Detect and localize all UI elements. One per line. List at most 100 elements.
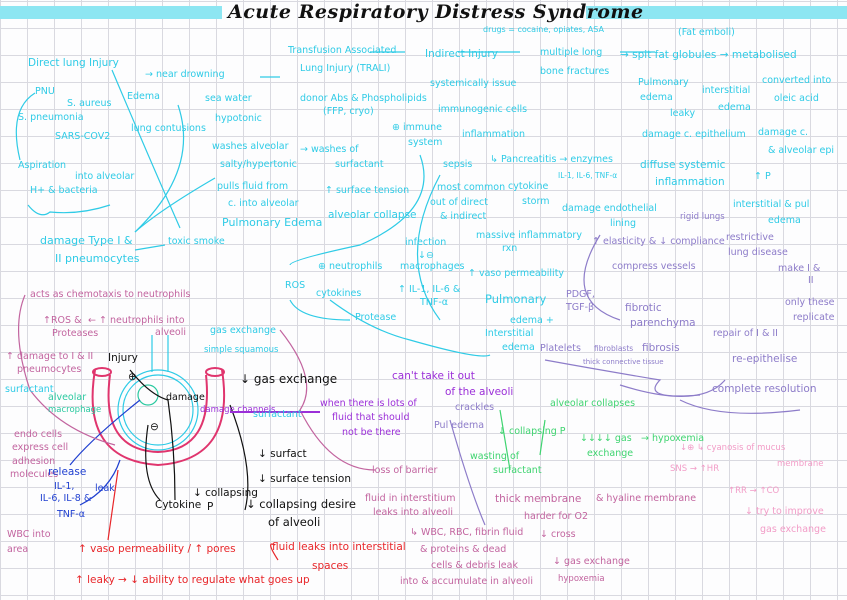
note: drugs = cocaine, opiates, ASA — [483, 25, 604, 34]
note: & proteins & dead — [420, 544, 507, 555]
note: acts as chemotaxis to neutrophils — [30, 289, 191, 300]
note: (FFP, cryo) — [323, 106, 374, 117]
note: endo cells — [14, 429, 63, 440]
note: ⊕ — [128, 371, 137, 383]
note: P — [207, 501, 214, 513]
note: damage channels — [200, 405, 276, 415]
note: ↓ cross — [540, 529, 576, 540]
note: Pulmonary Edema — [222, 216, 323, 229]
note: Pulmonary — [638, 77, 689, 88]
note: ↑ P — [754, 171, 771, 182]
note: cells & debris leak — [431, 560, 518, 571]
note: ↑ leaky — [75, 574, 115, 586]
note: H+ & bacteria — [30, 185, 98, 196]
note: Cytokine — [155, 499, 202, 511]
note: Protease — [355, 312, 397, 323]
note: Edema — [127, 91, 160, 102]
note: lining — [610, 218, 636, 229]
note: hypotonic — [215, 113, 262, 124]
note: Transfusion Associated — [288, 45, 397, 56]
note: (Fat emboli) — [678, 27, 735, 38]
note: ← ↑ neutrophils into — [88, 315, 185, 326]
note: leaks into alveoli — [373, 507, 454, 518]
note: only these — [785, 297, 835, 308]
note: S. pneumonia — [18, 112, 84, 123]
note: immunogenic cells — [438, 104, 528, 115]
note: rxn — [502, 243, 518, 254]
note: ↑ vaso permeability / ↑ pores — [78, 543, 236, 555]
note: fibrotic — [625, 302, 662, 314]
note: surfactant — [335, 159, 384, 170]
note: & hyaline membrane — [596, 493, 697, 504]
note: make I & — [778, 263, 821, 274]
note: ↓ collapsing — [193, 487, 258, 499]
note: → spit fat globules → metabolised — [620, 49, 797, 61]
note: macrophage — [48, 405, 102, 415]
note: systemically issue — [430, 78, 517, 89]
note: leak — [95, 483, 115, 494]
note: fibroblasts — [594, 344, 634, 353]
note: cytokines — [316, 288, 362, 299]
title-band-left — [0, 6, 222, 19]
note: → ↓ ability to regulate what goes up — [118, 574, 310, 586]
note: can't take it out — [392, 370, 475, 382]
note: Platelets — [540, 343, 581, 354]
note: membrane — [777, 459, 824, 469]
note: Injury — [108, 352, 138, 364]
note: II pneumocytes — [55, 252, 140, 265]
note: surfactant — [493, 465, 542, 476]
note: WBC into — [7, 529, 51, 540]
note: bone fractures — [540, 66, 610, 77]
note: compress vessels — [612, 261, 696, 272]
note: crackles — [455, 402, 495, 413]
note: ↓ gas exchange — [240, 372, 338, 386]
note: → near drowning — [145, 69, 225, 80]
note: when there is lots of — [320, 398, 417, 409]
note: into & accumulate in alveoli — [400, 576, 533, 587]
note: sea water — [205, 93, 252, 104]
note: restrictive — [726, 232, 774, 243]
note: TGF-β — [566, 302, 595, 313]
note: damage c. epithelium — [642, 129, 746, 140]
note: damage c. — [758, 127, 809, 138]
note: Interstitial — [485, 328, 534, 339]
note: & alveolar epi — [768, 145, 835, 156]
note: not be there — [342, 427, 401, 438]
note: ↳ Pancreatitis → enzymes — [490, 154, 613, 165]
note: PDGF, — [566, 289, 595, 300]
note: converted into — [762, 75, 832, 86]
note: surfactant — [5, 384, 54, 395]
note: most common — [437, 182, 506, 193]
note: harder for O2 — [524, 511, 588, 522]
note: alveoli — [155, 327, 187, 338]
note: IL-6, IL-8 & — [40, 493, 92, 504]
note: salty/hypertonic — [220, 159, 297, 170]
note: Pulmonary — [485, 292, 547, 306]
note: S. aureus — [67, 98, 112, 109]
note: macrophages — [400, 261, 465, 272]
note: ↓⊖ — [418, 250, 434, 261]
note: pneumocytes — [17, 364, 82, 375]
note: hypoxemia — [558, 574, 605, 584]
note: ↓↓↓↓ gas — [580, 433, 632, 444]
note: Aspiration — [18, 160, 67, 171]
note: ↑ IL-1, IL-6 & — [398, 284, 461, 295]
note: lung contusions — [131, 123, 206, 134]
note-direct-lung-injury: Direct lung Injury — [28, 57, 119, 69]
note: thick membrane — [495, 493, 582, 505]
note: ↑ elasticity & ↓ compliance — [592, 236, 725, 247]
note: lung disease — [728, 247, 788, 258]
note: donor Abs & Phospholipids — [300, 93, 427, 104]
note: ↳ WBC, RBC, fibrin fluid — [410, 527, 524, 538]
note: fibrosis — [642, 342, 680, 354]
note: alveolar collapses — [550, 398, 636, 409]
note: Indirect Injury — [425, 48, 498, 60]
note: damage endothelial — [562, 203, 657, 214]
note: into alveolar — [75, 171, 135, 182]
note: ↓ collapsing desire — [246, 497, 356, 511]
note: repair of I & II — [713, 328, 778, 339]
note: area — [7, 544, 29, 555]
note: alveolar collapse — [328, 209, 417, 221]
note: ↓ gas exchange — [553, 556, 630, 567]
